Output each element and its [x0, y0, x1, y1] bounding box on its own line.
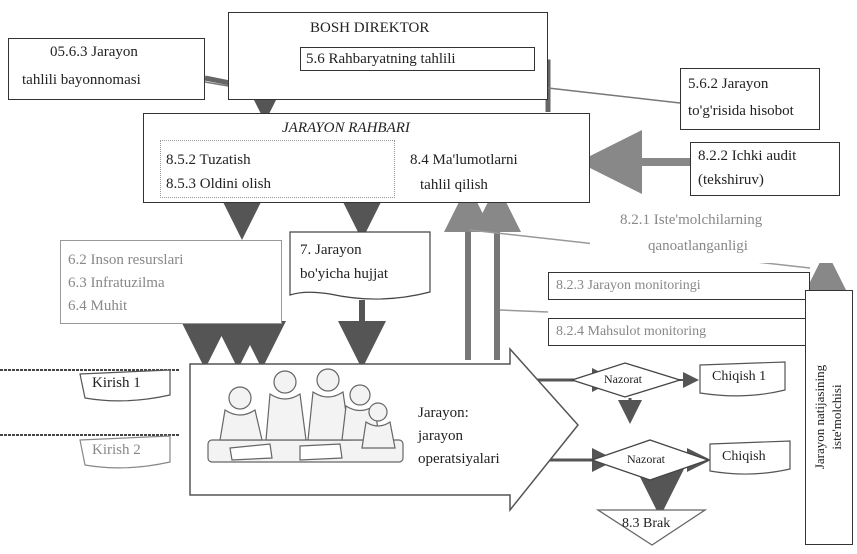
hisobot-line2: to'g'risida hisobot	[688, 103, 794, 119]
monitoring-jarayon-label: 8.2.3 Jarayon monitoringi	[556, 278, 701, 293]
vertical-line1: Jarayon natijasining	[812, 364, 828, 470]
tuzatish-line1: 8.5.2 Tuzatish	[166, 152, 251, 168]
resurslar-line2: 6.3 Infratuzilma	[68, 275, 165, 291]
jarayon-line3: operatsiyalari	[418, 451, 500, 467]
chiqish1-label: Chiqish 1	[712, 369, 767, 384]
monitoring-mahsulot-label: 8.2.4 Mahsulot monitoring	[556, 324, 707, 339]
iste-molchilar-line2: qanoatlanganligi	[648, 238, 748, 254]
monitoring-jarayon-box	[548, 272, 810, 300]
jarayon-rahbari-title: JARAYON RAHBARI	[282, 120, 410, 136]
malumotlar-line2: tahlil qilish	[420, 177, 488, 193]
jarayon-line1: Jarayon:	[418, 405, 469, 421]
malumotlar-line1: 8.4 Ma'lumotlarni	[410, 152, 518, 168]
nazorat2-diamond	[590, 439, 710, 481]
ichki-audit-line1: 8.2.2 Ichki audit	[698, 148, 797, 164]
rahbariyat-label: 5.6 Rahbaryatning tahlili	[306, 51, 456, 67]
tuzatish-line2: 8.5.3 Oldini olish	[166, 176, 272, 192]
vertical-line2: iste'molchisi	[829, 384, 844, 450]
kirish2-shape	[79, 435, 171, 469]
bayonnoma-line2: tahlili bayonnomasi	[22, 72, 141, 88]
nazorat1-diamond	[569, 362, 683, 398]
bayonnoma-box	[8, 38, 205, 100]
line-hisobot	[547, 87, 681, 104]
resurslar-line3: 6.4 Muhit	[68, 298, 128, 314]
bayonnoma-line1: 05.6.3 Jarayon	[50, 44, 138, 60]
jarayon-line2: jarayon	[418, 428, 463, 444]
iste-molchi-vertical-label: Jarayon natijasining iste'molchisi	[812, 365, 846, 469]
bosh-direktor-title: BOSH DIREKTOR	[310, 20, 430, 36]
hisobot-box	[680, 68, 820, 130]
kirish1-shape	[79, 369, 171, 402]
line-monitoring-2	[499, 309, 549, 313]
iste-molchi-vertical-box	[805, 290, 853, 545]
nazorat1-label: Nazorat	[604, 372, 642, 386]
hujjat-line1: 7. Jarayon	[300, 242, 362, 258]
hujjat-line2: bo'yicha hujjat	[300, 266, 389, 282]
tuzatish-box	[160, 140, 395, 198]
chiqish2-shape	[709, 440, 791, 475]
chiqish2-label: Chiqish	[722, 449, 766, 464]
hujjat-shape	[289, 231, 431, 300]
resurslar-line1: 6.2 Inson resurslari	[68, 252, 184, 268]
iste-molchilar-line1: 8.2.1 Iste'molchilarning	[620, 212, 763, 228]
resurslar-box	[60, 240, 282, 324]
team-illustration	[207, 368, 404, 463]
hisobot-line1: 5.6.2 Jarayon	[688, 76, 769, 92]
kirish2-label: Kirish 2	[92, 442, 141, 458]
brak-triangle	[595, 509, 708, 546]
rahbariyat-box	[300, 47, 535, 71]
ichki-audit-line2: (tekshiruv)	[698, 172, 764, 188]
ichki-audit-box	[690, 142, 840, 196]
brak-label: 8.3 Brak	[622, 516, 671, 531]
iste-molchilar-box	[590, 205, 840, 263]
kirish1-label: Kirish 1	[92, 375, 141, 391]
chiqish1-shape	[699, 361, 786, 397]
nazorat2-label: Nazorat	[627, 452, 665, 466]
monitoring-mahsulot-box	[548, 318, 810, 346]
